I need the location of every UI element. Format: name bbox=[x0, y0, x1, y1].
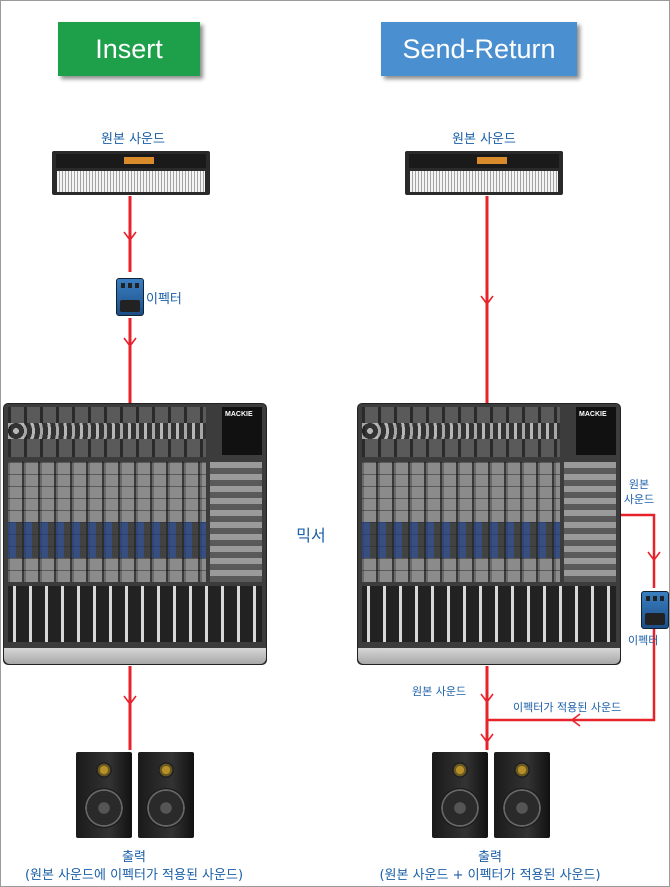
send-source-label: 원본 사운드 bbox=[452, 132, 516, 147]
insert-output-label: 출력 bbox=[122, 850, 146, 865]
send-dry-label: 원본 사운드 bbox=[412, 685, 467, 698]
send-speaker-right bbox=[494, 752, 550, 838]
send-arrow-return bbox=[570, 713, 581, 727]
send-output-label: 출력 bbox=[478, 850, 502, 865]
insert-speaker-left bbox=[76, 752, 132, 838]
send-output-detail: (원본 사운드 + 이펙터가 적용된 사운드) bbox=[379, 868, 601, 883]
send-arrow-dry bbox=[480, 693, 494, 704]
send-wire-aux-out bbox=[612, 513, 656, 588]
send-arrow-aux bbox=[647, 551, 661, 562]
send-return-title: Send-Return bbox=[381, 22, 577, 76]
insert-output-detail: (원본 사운드에 이펙터가 적용된 사운드) bbox=[24, 868, 244, 883]
insert-effect-pedal bbox=[116, 278, 144, 316]
send-arrow-1 bbox=[480, 295, 494, 306]
send-wire-return bbox=[487, 628, 656, 722]
insert-mixer-brand: MACKIE bbox=[225, 411, 253, 418]
insert-title: Insert bbox=[58, 22, 200, 76]
insert-mixer: MACKIE bbox=[4, 404, 266, 664]
insert-arrow-3 bbox=[123, 695, 137, 706]
insert-arrow-2 bbox=[123, 337, 137, 348]
send-arrow-out bbox=[480, 733, 494, 744]
send-effect-pedal bbox=[641, 591, 669, 629]
send-mixer-brand: MACKIE bbox=[579, 411, 607, 418]
mixer-label: 믹서 bbox=[296, 526, 326, 545]
insert-keyboard bbox=[52, 151, 210, 195]
insert-speaker-right bbox=[138, 752, 194, 838]
send-aux-label-line2: 사운드 bbox=[623, 493, 655, 506]
insert-arrow-1 bbox=[123, 231, 137, 242]
insert-effect-label: 이펙터 bbox=[146, 292, 182, 307]
send-mixer: MACKIE bbox=[358, 404, 620, 664]
send-effect-label: 이펙터 bbox=[628, 634, 659, 647]
send-speaker-left bbox=[432, 752, 488, 838]
send-aux-label-line1: 원본 bbox=[628, 478, 650, 491]
send-keyboard bbox=[405, 151, 563, 195]
insert-source-label: 원본 사운드 bbox=[101, 132, 165, 147]
send-wet-label: 이펙터가 적용된 사운드 bbox=[513, 701, 622, 714]
